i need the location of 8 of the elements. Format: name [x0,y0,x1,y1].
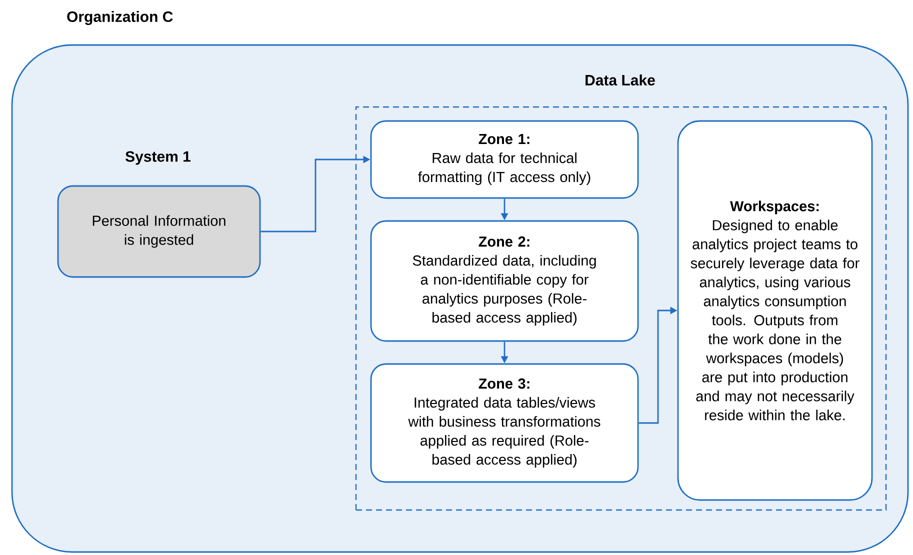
zone-box: Zone 1: Raw data for technical formatting (IT access only) [370,120,639,199]
zone-box: Workspaces: Designed to enable analytics project teams to securely leverage data for analytics, using various analytics consumption tools. Outputs from the work done in the workspaces (models) are put into production and may not necessarily reside within the lake. [677,120,873,501]
heading: Data Lake [586,74,655,86]
system-box: Personal Information is ingested [57,185,261,278]
heading: Organization C [67,10,173,26]
heading: System 1 [126,151,190,165]
zone-box: Zone 3: Integrated data tables/views with business transformations applied as required (Role-based access applied) [370,363,639,483]
zone-box: Zone 2: Standardized data, including a non-identifiable copy for analytics purposes (Role-based access applied) [370,220,639,342]
